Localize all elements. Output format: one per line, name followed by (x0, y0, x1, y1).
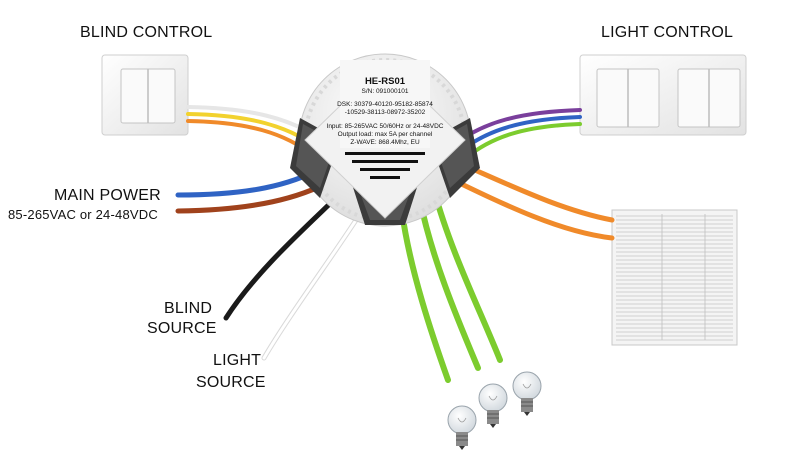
module-model: HE-RS01 (364, 76, 406, 87)
blind-source-label-line2: SOURCE (147, 320, 217, 337)
blind-control-label: BLIND CONTROL (80, 24, 213, 41)
module-dsk-line2: -10529-38113-08972-35202 (344, 109, 426, 117)
light-source-label-line2: SOURCE (196, 374, 266, 391)
window-blind (611, 209, 738, 346)
light-control-wire-blue (460, 115, 582, 152)
blind-source-label-line1: BLIND (164, 300, 213, 317)
light-control-switch (579, 54, 747, 136)
light-bulb-3 (512, 371, 542, 416)
light-source-label-line1: LIGHT (213, 352, 262, 369)
main-power-spec: 85-265VAC or 24-48VDC (8, 207, 158, 222)
light-bulb-1 (447, 405, 477, 450)
module-serial: S/N: 091000101 (361, 88, 409, 95)
lamp-wire-2 (417, 197, 481, 371)
module-label: HE-RS01 S/N: 091000101 DSK: 30379-40120-… (325, 76, 445, 147)
main-power-label: MAIN POWER (54, 187, 161, 204)
light-bulb-2 (478, 383, 508, 428)
module-input: Input: 85-265VAC 50/60Hz or 24-48VDC (326, 122, 444, 130)
lamp-wire-1 (399, 209, 451, 383)
blind-motor-wire-2 (442, 173, 615, 241)
module-output: Output load: max 5A per channel (337, 130, 433, 138)
module-dsk-line1: DSK: 30379-40120-95182-85874 (337, 101, 433, 109)
blind-control-switch (101, 54, 189, 136)
module-zwave: Z-WAVE: 868.4Mhz, EU (350, 139, 420, 147)
relay-module (290, 53, 480, 227)
light-control-label: LIGHT CONTROL (601, 24, 734, 41)
lamp-wire-3 (431, 187, 503, 363)
